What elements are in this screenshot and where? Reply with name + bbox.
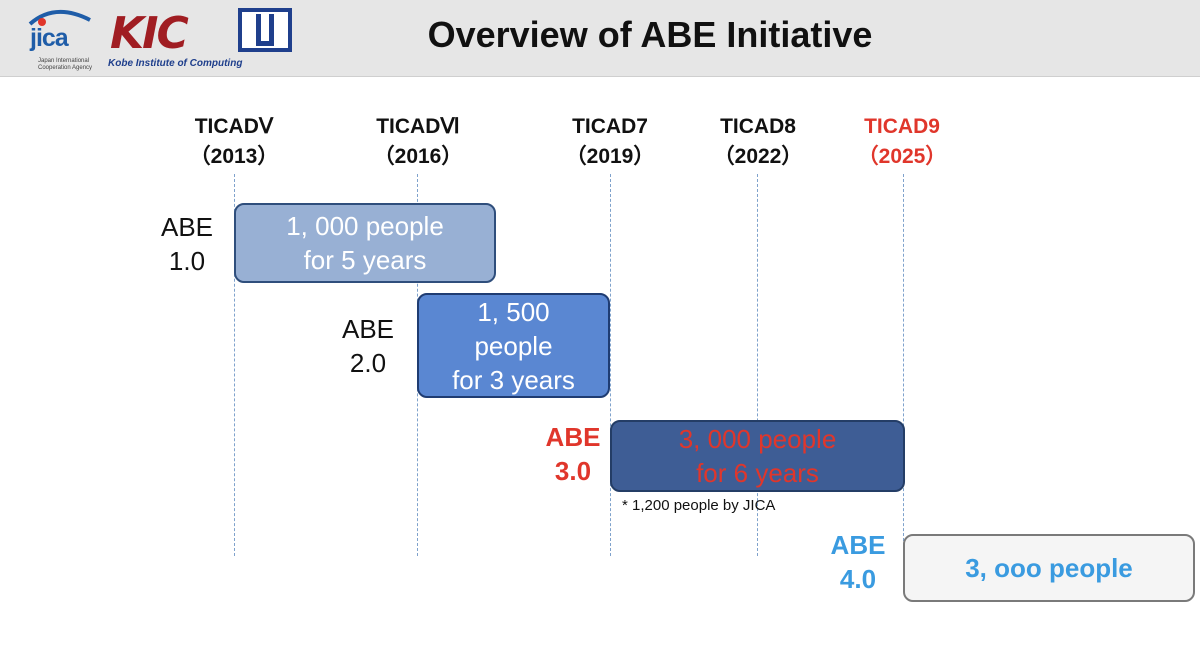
timeline-line-2025 (903, 174, 904, 556)
timeline-line-2022 (757, 174, 758, 556)
ticad-name: TICADⅥ (376, 115, 460, 138)
ticad-year: （2019） (565, 145, 655, 168)
ticad-name: TICAD9 (864, 115, 940, 138)
ticad-name: TICADⅤ (194, 115, 274, 138)
page-title: Overview of ABE Initiative (427, 14, 873, 55)
ticad-label-8: TICAD8 （2022） (688, 112, 828, 172)
kic-logo: KIC Kobe Institute of Computing (104, 4, 304, 72)
kic-u-emblem-icon (238, 8, 292, 52)
jica-logo-text: jica (30, 24, 69, 52)
abe-1-bar: 1, 000 people for 5 years (234, 203, 496, 283)
jica-logo-subtext: Japan International Cooperation Agency (38, 58, 93, 71)
jica-swoosh-icon (28, 9, 91, 26)
ticad-year: （2013） (189, 145, 279, 168)
abe-2-label: ABE 2.0 (333, 312, 403, 380)
timeline-line-2013 (234, 174, 235, 556)
abe-2-bar: 1, 500 people for 3 years (417, 293, 610, 398)
ticad-year: （2022） (713, 145, 803, 168)
ticad-name: TICAD8 (720, 115, 796, 138)
abe-label-line: ABE (160, 212, 214, 242)
ticad-year: （2025） (857, 145, 947, 168)
abe-4-bar: 3, ooo people (903, 534, 1195, 602)
abe-label-version: 3.0 (554, 456, 592, 486)
abe-label-version: 1.0 (168, 246, 206, 276)
bar-text-line: 1, 000 people (286, 211, 444, 241)
jica-logo: jica Japan International Cooperation Age… (10, 6, 102, 71)
abe-label-line: ABE (341, 314, 395, 344)
bar-text-line: for 6 years (696, 458, 819, 488)
bar-text-line: 3, 000 people (678, 424, 837, 454)
ticad-label-9: TICAD9 （2025） (832, 112, 972, 172)
abe-label-version: 2.0 (349, 348, 387, 378)
bar-text-line: 3, ooo people (965, 553, 1133, 583)
bar-text-line: people (474, 330, 553, 361)
ticad-name: TICAD7 (572, 115, 648, 138)
ticad-label-5: TICADⅤ （2013） (164, 112, 304, 172)
bar-text-line: 1, 500 (477, 296, 550, 327)
abe-label-line: ABE (830, 530, 886, 560)
abe-3-label: ABE 3.0 (538, 420, 608, 488)
ticad-label-7: TICAD7 （2019） (540, 112, 680, 172)
kic-logo-text: KIC (110, 8, 189, 59)
abe-4-label: ABE 4.0 (823, 528, 893, 596)
abe-3-bar: 3, 000 people for 6 years (610, 420, 905, 492)
header-bar: jica Japan International Cooperation Age… (0, 0, 1200, 77)
abe-1-label: ABE 1.0 (152, 210, 222, 278)
bar-text-line: for 5 years (303, 245, 427, 275)
abe-label-line: ABE (545, 422, 601, 452)
bar-text-line: for 3 years (452, 364, 575, 395)
ticad-label-6: TICADⅥ （2016） (348, 112, 488, 172)
kic-logo-subtext: Kobe Institute of Computing (108, 58, 243, 69)
timeline-line-2019 (610, 174, 611, 556)
abe-label-version: 4.0 (839, 564, 877, 594)
ticad-year: （2016） (373, 145, 463, 168)
kic-u-inner-icon (256, 14, 274, 46)
jica-footnote: * 1,200 people by JICA (622, 497, 776, 514)
